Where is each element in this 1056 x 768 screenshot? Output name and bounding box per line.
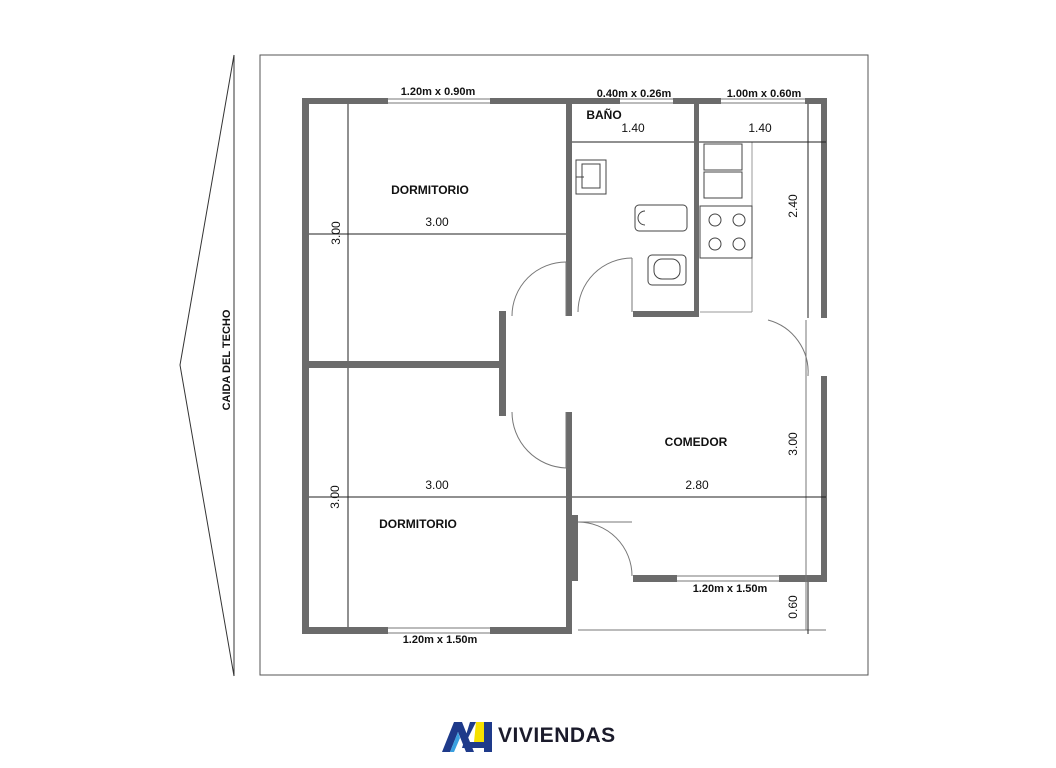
room-label-bedroom-top: DORMITORIO <box>391 183 469 197</box>
toilet <box>634 204 688 232</box>
room-label-bathroom: BAÑO <box>586 107 621 122</box>
wall-middle <box>302 361 506 368</box>
dimension-lines <box>309 104 826 634</box>
wall-top-b <box>490 98 620 104</box>
window-label-kitchen: 1.00m x 0.60m <box>727 88 802 100</box>
wall-stub <box>499 311 506 416</box>
wall-partition-bed-bottom <box>566 412 572 634</box>
wall-dining-left <box>572 515 578 581</box>
roof-label: CAIDA DEL TECHO <box>221 309 233 410</box>
door-bed-top <box>511 261 567 317</box>
dim-dining-height: 3.00 <box>786 432 800 456</box>
a4-logo-icon <box>442 722 492 752</box>
wall-partition-bath-right <box>694 98 699 316</box>
logo-text: VIVIENDAS <box>498 724 616 747</box>
door-dining <box>577 521 633 577</box>
brand-logo: VIVIENDAS <box>440 718 616 754</box>
window-label-bedroom-bottom: 1.20m x 1.50m <box>403 634 478 646</box>
wall-partition-bath-left-lower <box>566 274 572 316</box>
room-label-bedroom-bottom: DORMITORIO <box>379 517 457 531</box>
window-label-dining: 1.20m x 1.50m <box>693 583 768 595</box>
dim-bed-bottom-height: 3.00 <box>328 485 342 509</box>
wall-bath-bottom <box>633 311 699 317</box>
door-bath <box>577 257 633 313</box>
dim-kitchen-width: 1.40 <box>748 121 772 135</box>
window-label-bedroom-top: 1.20m x 0.90m <box>401 86 476 98</box>
kitchen-sink-2 <box>703 171 743 199</box>
roof-slope-arrow <box>179 54 235 677</box>
wall-dining-bottom-b <box>779 575 827 582</box>
wall-bottom-b <box>490 627 572 634</box>
wall-right-upper <box>821 98 827 318</box>
dim-dining-width: 2.80 <box>685 478 709 492</box>
kitchen-sink-1 <box>703 143 743 171</box>
dim-porch-depth: 0.60 <box>786 595 800 619</box>
wall-top-a <box>302 98 388 104</box>
doors <box>511 257 826 631</box>
window-label-bathroom: 0.40m x 0.26m <box>597 88 672 100</box>
bidet <box>647 254 687 286</box>
bath-fixtures <box>575 159 688 286</box>
windows <box>388 98 805 634</box>
dim-bed-bottom-width: 3.00 <box>425 478 449 492</box>
door-main <box>767 319 809 377</box>
dim-kitchen-height: 2.40 <box>786 194 800 218</box>
kitchen <box>699 142 753 313</box>
lot-boundary <box>259 54 869 676</box>
dim-bath-width: 1.40 <box>621 121 645 135</box>
dim-bed-top-height: 3.00 <box>329 221 343 245</box>
door-bed-bottom <box>511 411 567 469</box>
wall-dining-bottom-a <box>633 575 677 582</box>
wall-partition-bath-left-upper <box>566 98 572 274</box>
stove <box>699 205 753 259</box>
wall-right-lower <box>821 376 827 582</box>
room-label-dining: COMEDOR <box>665 435 728 449</box>
wall-bottom-a <box>302 627 388 634</box>
wall-top-d <box>805 98 827 104</box>
walls <box>302 98 827 634</box>
dim-bed-top-width: 3.00 <box>425 215 449 229</box>
